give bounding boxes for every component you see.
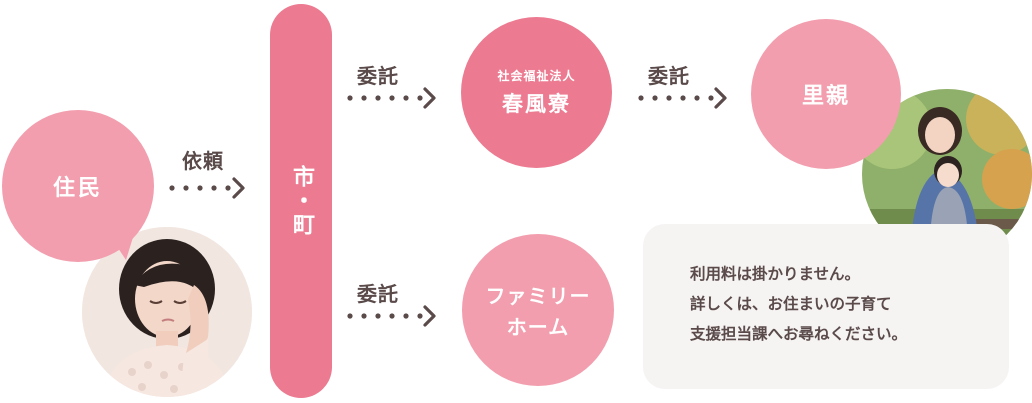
city-town-node: 市・町	[270, 4, 332, 398]
shunpuryo-node: 社会福祉法人 春風寮	[461, 17, 612, 168]
resident-speech-tail	[102, 224, 134, 260]
edge-label-entrust-2: 委託	[648, 64, 690, 88]
resident-label: 住民	[52, 176, 103, 201]
edge-label-entrust-1: 委託	[357, 64, 399, 88]
city-town-label: 市・町	[289, 165, 314, 237]
worried-woman-photo	[82, 227, 252, 397]
worried-woman-illustration	[82, 227, 252, 397]
family-home-label-1: ファミリー	[485, 284, 591, 308]
edge-label-entrust-3: 委託	[357, 282, 399, 306]
org-type-label: 社会福祉法人	[497, 69, 576, 83]
fee-note-box	[643, 224, 1009, 389]
arrow-request	[169, 177, 245, 199]
foster-parent-label: 里親	[801, 84, 850, 109]
arrow-entrust-2	[638, 87, 727, 109]
org-name-label: 春風寮	[502, 92, 571, 116]
family-home-label-2: ホーム	[506, 315, 570, 339]
note-line-3: 支援担当課へお尋ねください。	[690, 325, 908, 343]
edge-label-request: 依頼	[182, 149, 224, 173]
arrow-entrust-3	[347, 305, 436, 327]
family-home-node: ファミリー ホーム	[462, 234, 614, 386]
note-line-1: 利用料は掛かりません。	[690, 265, 861, 283]
note-line-2: 詳しくは、お住まいの子育て	[690, 295, 892, 313]
foster-parent-node: 里親	[751, 19, 901, 169]
arrow-entrust-1	[347, 87, 436, 109]
foster-speech-tail	[858, 118, 894, 148]
